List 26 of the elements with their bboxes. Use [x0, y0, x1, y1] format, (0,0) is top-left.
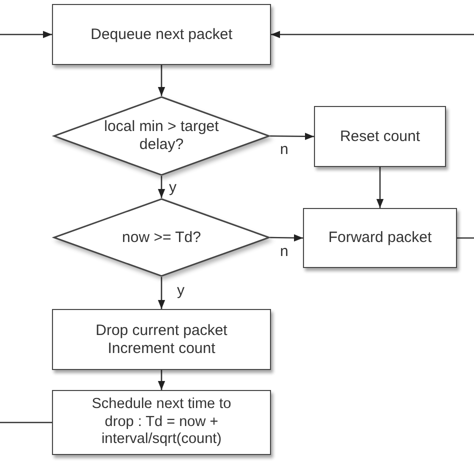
arrow	[0, 30, 52, 38]
process-box	[314, 106, 446, 167]
arrow	[270, 132, 314, 140]
node-text: Drop current packet	[96, 322, 228, 340]
process-box	[52, 390, 271, 455]
arrow	[158, 370, 166, 390]
node-text: Increment count	[108, 340, 216, 358]
node-text: Schedule next time to drop : Td = now + interval/sqrt(count)	[90, 396, 232, 449]
connector-line	[457, 237, 474, 239]
node-text: Reset count	[340, 128, 420, 146]
connector-line	[0, 422, 52, 424]
arrow	[376, 167, 384, 208]
arrow	[270, 234, 303, 242]
node-text: local min > target delay?	[103, 118, 220, 154]
process-box	[52, 309, 271, 370]
decision-diamond	[53, 96, 270, 176]
node-text: Forward packet	[328, 229, 432, 247]
process-box	[52, 4, 271, 65]
arrow	[158, 65, 166, 96]
arrow	[158, 277, 166, 309]
arrow	[271, 30, 474, 38]
arrow	[158, 176, 166, 198]
decision-diamond	[53, 198, 270, 277]
process-box	[303, 208, 457, 268]
node-text: now >= Td?	[122, 228, 201, 246]
node-text: Dequeue next packet	[90, 26, 232, 44]
